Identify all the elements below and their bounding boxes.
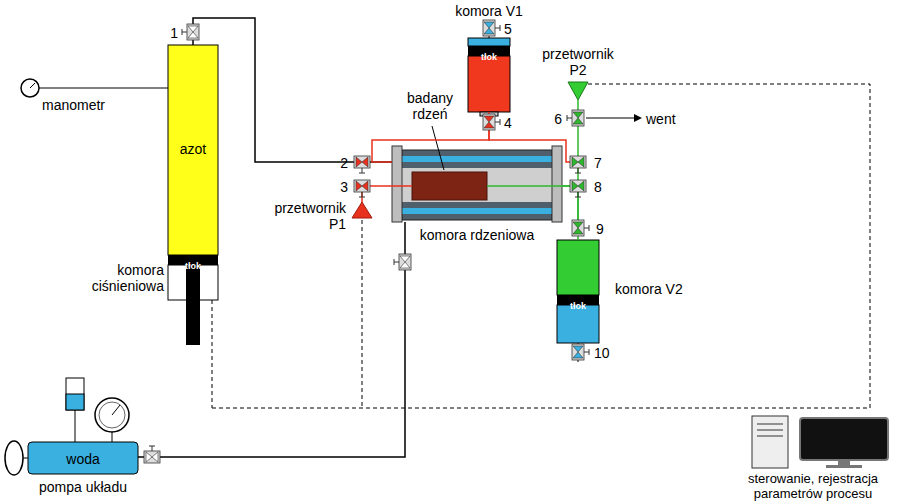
part-label: went <box>646 111 676 127</box>
callout-number: 3 <box>340 179 348 195</box>
text-holder: manometr <box>42 96 132 114</box>
vent-arrow <box>586 114 642 122</box>
chamber-v2: tłokkomora V2 <box>557 240 599 343</box>
callout-number: 8 <box>594 179 602 195</box>
text-holder: 10 <box>594 344 618 362</box>
pipe <box>370 185 412 187</box>
text-holder: badany rdzeń <box>398 90 462 123</box>
part-text: komora V1 <box>455 3 523 19</box>
callout-number: 1 <box>170 25 178 41</box>
pipe <box>487 185 570 187</box>
text-holder: przetwornik P1 <box>268 200 346 233</box>
text-holder: pompa układu <box>8 478 158 496</box>
callout-number: 9 <box>596 221 604 237</box>
core-chamber: komora rdzeniowa <box>392 146 562 222</box>
text-holder: 1 <box>156 24 178 42</box>
text-holder: went <box>646 110 696 128</box>
callout-number: 7 <box>594 155 602 171</box>
transducer-p2 <box>568 82 588 100</box>
text-holder: komora ciśnieniowa <box>60 262 164 295</box>
pipe-connector <box>193 18 392 162</box>
callout-number: 10 <box>594 345 610 361</box>
text-holder: komora V1 <box>428 2 550 20</box>
text-holder: tłok <box>168 255 218 273</box>
text-holder: azot <box>168 140 218 158</box>
callout-number: 4 <box>504 115 512 131</box>
part-label: przetwornik P2 <box>538 46 618 78</box>
transducer-p1 <box>352 202 372 218</box>
part-text: pompa układu <box>39 479 127 495</box>
text-holder: tłok <box>468 46 510 64</box>
pressure-chamber: azot tłok <box>168 45 218 300</box>
text-holder: 7 <box>594 154 614 172</box>
chamber-v2 <box>557 240 599 362</box>
callout-number: 2 <box>340 155 348 171</box>
core-chamber <box>392 146 562 222</box>
chamber-v1 <box>468 20 510 116</box>
text-holder: 2 <box>330 154 348 172</box>
part-text: tłok <box>570 301 586 311</box>
part-label: przetwornik P1 <box>268 200 346 232</box>
leader-line <box>432 126 444 170</box>
callout-number: 5 <box>504 21 512 37</box>
part-label: sterowanie, rejestracja parametrów proce… <box>728 471 898 501</box>
text-holder: tłok <box>557 295 599 313</box>
part-text: woda <box>66 451 99 467</box>
part-label: badany rdzeń <box>398 90 462 122</box>
text-holder: woda <box>28 450 138 468</box>
pump: wodapompa układu <box>28 442 138 474</box>
part-label: manometr <box>42 97 105 113</box>
chamber-v1: komora V1tłok <box>468 38 510 112</box>
part-label: komora ciśnieniowa <box>60 262 164 294</box>
text-holder: komora V2 <box>615 280 715 298</box>
computer <box>752 416 888 468</box>
part-text: azot <box>180 141 206 157</box>
callout-number: 6 <box>554 111 562 127</box>
pressure-chamber <box>168 45 218 345</box>
text-holder: 8 <box>594 178 614 196</box>
text-holder: sterowanie, rejestracja parametrów proce… <box>728 471 898 502</box>
signal-line <box>212 84 870 408</box>
manometer <box>21 79 168 97</box>
part-text: tłok <box>481 52 497 62</box>
valve <box>144 20 589 463</box>
text-holder: 3 <box>330 178 348 196</box>
text-holder: 4 <box>504 114 524 132</box>
text-holder: przetwornik P2 <box>538 46 618 79</box>
pipe-connector <box>138 222 405 457</box>
part-text: tłok <box>185 261 201 271</box>
text-holder: 6 <box>544 110 562 128</box>
part-text: komora rdzeniowa <box>420 227 534 243</box>
pump <box>5 378 138 475</box>
text-holder: komora rdzeniowa <box>392 226 562 244</box>
text-holder: 9 <box>596 220 616 238</box>
text-holder: 5 <box>504 20 524 38</box>
part-text: komora V2 <box>615 281 683 297</box>
